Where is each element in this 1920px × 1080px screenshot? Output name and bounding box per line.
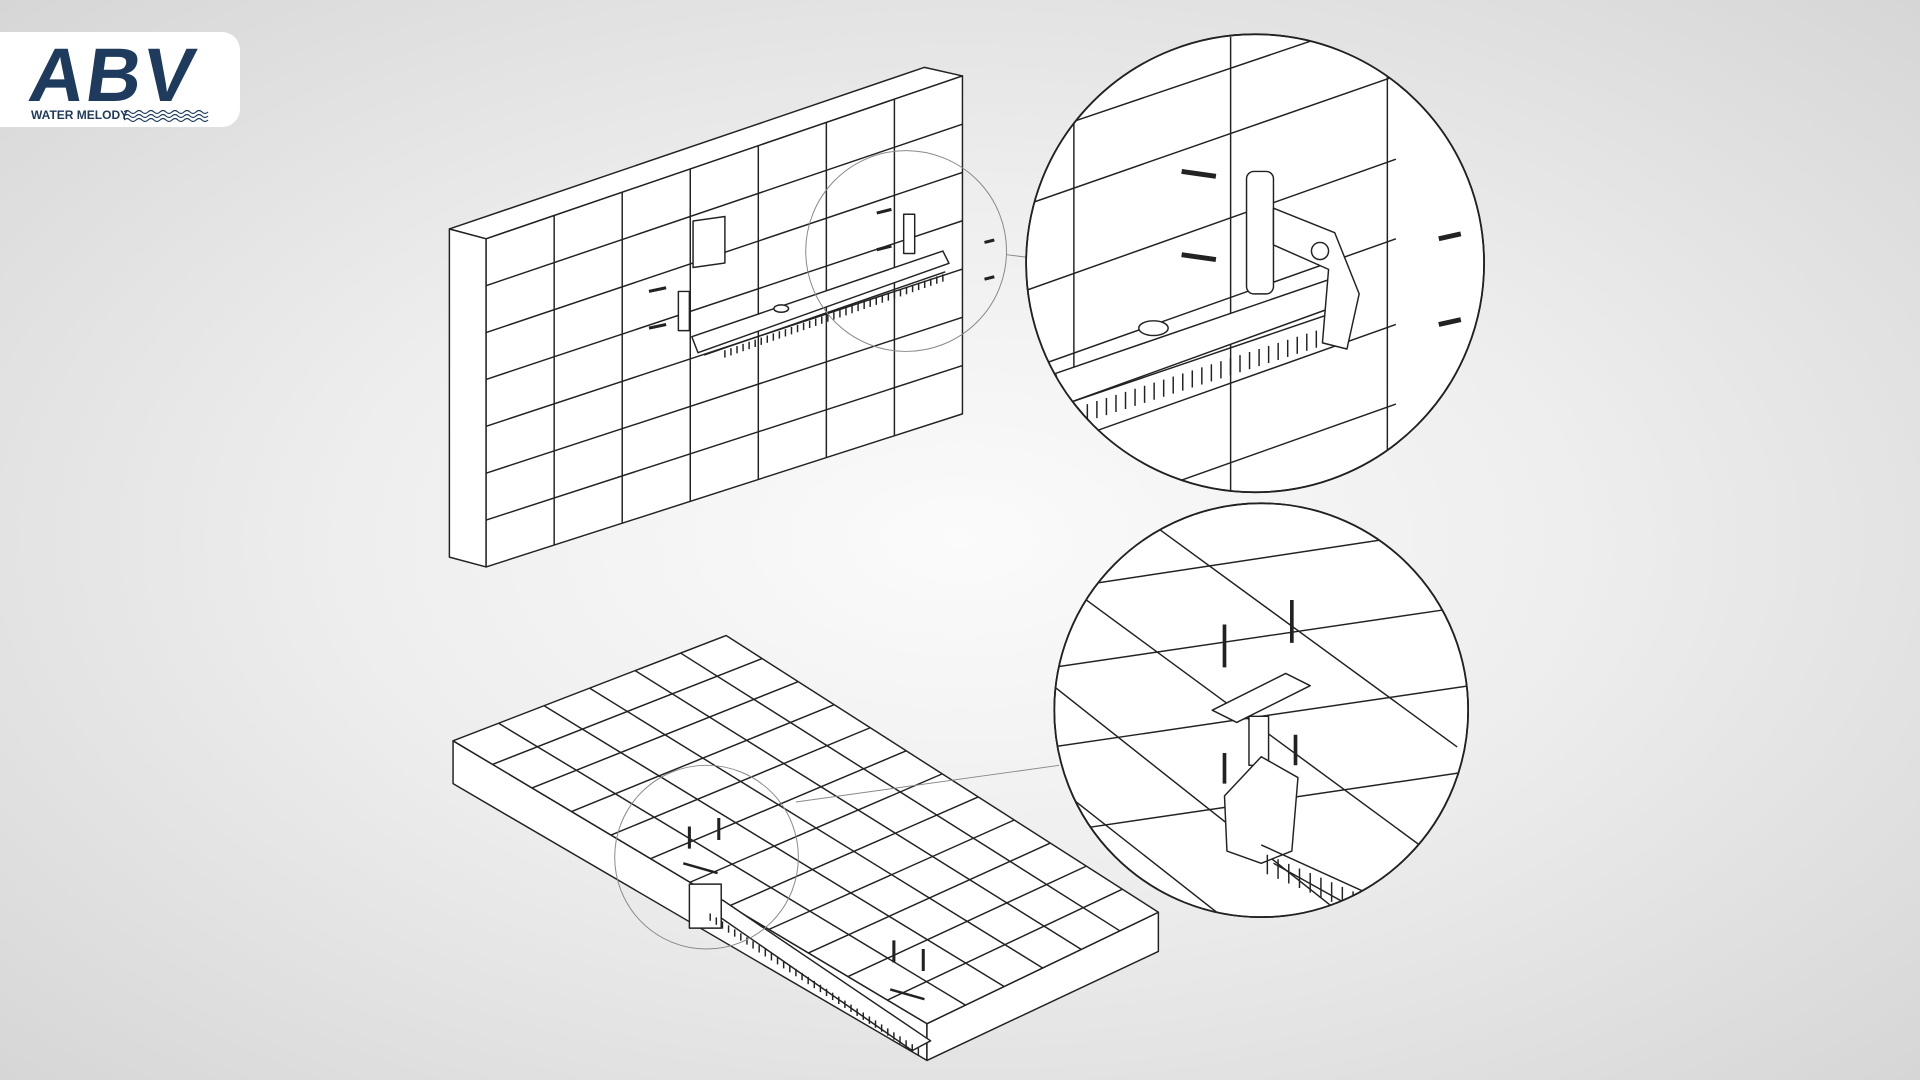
tile-joint-line	[492, 657, 763, 766]
tile-joint-line	[485, 123, 963, 287]
wall-detail-callout	[805, 150, 1008, 352]
tile-joint-line	[610, 727, 871, 836]
floor-detail-zoom	[1053, 502, 1470, 919]
floor-bracket-rail	[682, 817, 932, 1056]
tile-joint-line	[847, 865, 1087, 978]
tile-joint-line	[650, 750, 907, 860]
tile-joint-line	[485, 364, 963, 521]
tile-joint-line	[531, 680, 799, 789]
floor-nozzle-row	[709, 913, 920, 1056]
wall-bracket-left	[677, 290, 691, 332]
floor-tile-grid	[492, 652, 1123, 1006]
tile-joint-line	[887, 888, 1123, 1001]
detail-bracket-arm	[1272, 207, 1360, 350]
floor-callout-leader	[795, 764, 1060, 803]
wall-side-face	[448, 228, 487, 568]
waves-icon	[124, 109, 209, 123]
logo-tagline: WATER MELODY	[31, 108, 129, 122]
detail-nozzle-row	[1086, 330, 1318, 422]
wall-bracket-rail	[648, 207, 995, 358]
wall-front-face	[485, 75, 964, 568]
floor-detail-callout	[614, 764, 799, 950]
tile-joint-line	[571, 704, 835, 813]
wall-callout-leader	[1006, 254, 1027, 258]
wall-slab	[448, 66, 964, 568]
floor-slab	[452, 634, 1160, 1062]
wall-detail-zoom	[1025, 33, 1485, 494]
floor-anchor-screws	[687, 817, 925, 972]
tile-joint-line	[689, 773, 943, 883]
tile-joint-line	[729, 796, 979, 907]
detail-mount-plate	[1223, 756, 1299, 864]
detail-bracket-upright	[1245, 170, 1275, 295]
tile-joint-line	[485, 316, 963, 474]
tile-joint-line	[768, 819, 1015, 931]
wall-anchor-screws	[648, 207, 995, 330]
wall-mount-plate	[692, 215, 726, 269]
wall-nozzle-row	[724, 274, 944, 358]
brand-logo: ABV WATER MELODY	[0, 32, 240, 127]
tile-joint-line	[808, 842, 1051, 954]
wall-bracket-right	[902, 213, 916, 255]
